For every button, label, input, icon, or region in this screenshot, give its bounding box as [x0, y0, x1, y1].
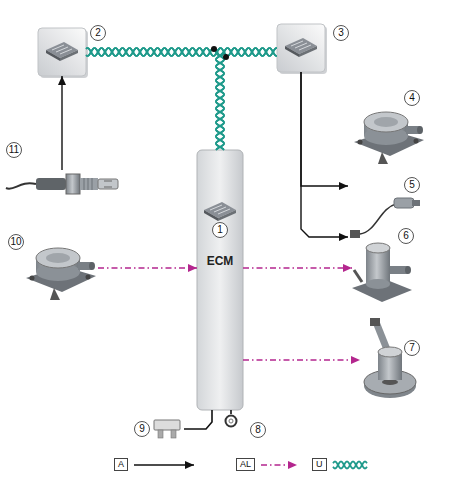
- signal-arrow: [62, 76, 63, 170]
- connector-path: [184, 410, 212, 429]
- callout-number: 11: [6, 142, 22, 158]
- signal-arrow: [301, 72, 348, 237]
- oxygen-sensor: 11: [6, 170, 120, 198]
- signal-arrow: [301, 72, 348, 186]
- signal-arrow: [98, 268, 197, 269]
- connector-path: [301, 72, 348, 237]
- signal-arrow: [243, 360, 360, 361]
- bus-line: [86, 48, 224, 150]
- control-module: 3: [277, 24, 325, 72]
- legend-label: AL: [236, 458, 255, 471]
- legend: A AL U: [0, 458, 457, 476]
- sample-line: [261, 464, 297, 466]
- connector-path: [243, 359, 360, 361]
- connector-path: [243, 267, 352, 269]
- supply-wire: [184, 410, 212, 429]
- legend-sample: [260, 459, 298, 471]
- supply-wire: [231, 410, 232, 414]
- junction-dot: [211, 46, 217, 52]
- engine-control-module: 1ECM: [197, 150, 243, 410]
- junction-dot: [223, 54, 229, 60]
- twisted-strand: [333, 461, 367, 468]
- injector-valve: 7: [360, 318, 432, 402]
- connector-path: [230, 410, 232, 414]
- callout-number: 10: [8, 234, 24, 250]
- twisted-strand: [216, 48, 277, 150]
- high-pressure-pump: 6: [352, 240, 430, 306]
- twisted-strand: [216, 48, 277, 150]
- twisted-strand: [86, 48, 224, 150]
- legend-label: U: [312, 458, 327, 471]
- ground-point: 8: [224, 414, 238, 428]
- legend-entry: A: [114, 458, 195, 471]
- legend-entry: AL: [236, 458, 298, 471]
- callout-number: 8: [250, 422, 266, 438]
- twisted-strand: [333, 461, 367, 468]
- connector-path: [98, 267, 197, 269]
- signal-arrow: [243, 268, 352, 269]
- callout-number: 4: [404, 90, 420, 106]
- callout-number: 6: [398, 228, 414, 244]
- connector-path: [301, 72, 348, 186]
- sample-line: [134, 464, 194, 465]
- callout-number: 5: [404, 177, 420, 193]
- callout-number: 1: [212, 222, 228, 238]
- fuel-pump: 10: [22, 244, 98, 302]
- bus-line: [216, 48, 277, 150]
- connector-path: [61, 76, 62, 170]
- callout-number: 3: [333, 25, 349, 41]
- fuse: 9: [150, 418, 184, 440]
- twisted-strand: [86, 48, 224, 150]
- callout-number: 9: [134, 421, 150, 437]
- legend-sample: [133, 459, 195, 471]
- legend-entry: U: [312, 458, 368, 471]
- control-module: 2: [38, 28, 86, 76]
- callout-number: 2: [90, 25, 106, 41]
- callout-number: 7: [404, 340, 420, 356]
- module-label: ECM: [207, 254, 234, 268]
- legend-sample: [332, 459, 368, 471]
- legend-label: A: [114, 458, 128, 471]
